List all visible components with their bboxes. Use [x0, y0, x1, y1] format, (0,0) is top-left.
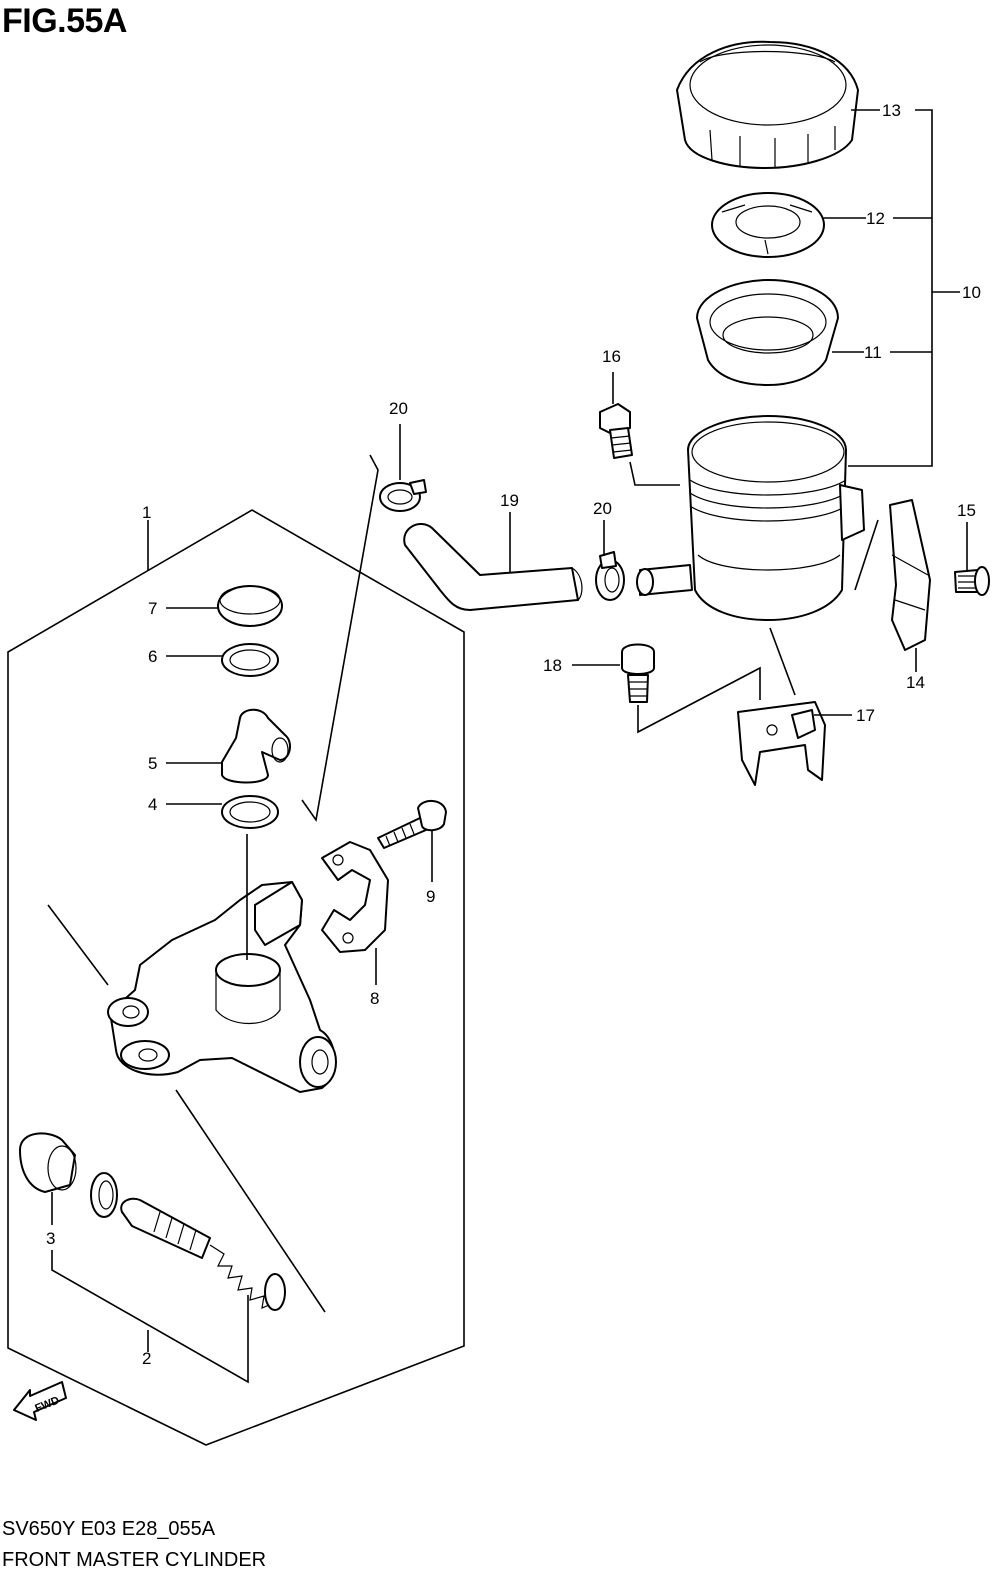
bolt-part-9: [377, 800, 447, 849]
reservoir-tank-part: [636, 415, 865, 621]
figure-title: FIG.55A: [2, 2, 127, 40]
diagram-name: FRONT MASTER CYLINDER: [2, 1549, 267, 1571]
callout-1: 1: [142, 503, 151, 522]
forward-arrow-icon: FWD: [13, 1381, 67, 1421]
callout-8: 8: [370, 989, 379, 1008]
callout-7: 7: [148, 599, 157, 618]
diaphragm-plate-part: [711, 192, 825, 258]
circlip-part-6: [221, 643, 279, 677]
cap-part-7: [217, 585, 283, 627]
o-ring-part-4: [221, 795, 279, 829]
clamp-part-upper: [379, 479, 427, 512]
bolt-part-16: [599, 403, 633, 459]
callout-2: 2: [142, 1349, 151, 1368]
callout-19: 19: [500, 491, 519, 510]
callout-15: 15: [957, 501, 976, 520]
hose-part: [403, 523, 583, 611]
assembly-outline: [7, 509, 465, 1446]
callout-18: 18: [543, 656, 562, 675]
holder-bracket-part: [737, 701, 826, 786]
callout-labels: 1 2 3 4 5 6 7 8 9 10 11 12 13 14 15 16 1…: [46, 101, 981, 1368]
diagram-code: SV650Y E03 E28_055A: [2, 1518, 216, 1540]
leader-lines: [47, 109, 968, 1384]
diaphragm-part: [696, 279, 839, 386]
callout-17: 17: [856, 706, 875, 725]
callout-5: 5: [148, 754, 157, 773]
callout-9: 9: [426, 887, 435, 906]
reservoir-cap-part: [676, 40, 859, 169]
callout-20-upper: 20: [389, 399, 408, 418]
callout-10: 10: [962, 283, 981, 302]
boot-part-3: [19, 1132, 77, 1193]
bolt-part-18: [621, 643, 655, 703]
callout-3: 3: [46, 1229, 55, 1248]
callout-6: 6: [148, 647, 157, 666]
callout-12: 12: [866, 209, 885, 228]
bracket-part: [889, 499, 931, 651]
master-cylinder-body-part: [107, 881, 337, 1093]
piston-spring-part: [120, 1197, 286, 1311]
callout-11: 11: [864, 343, 882, 362]
callout-16: 16: [602, 347, 621, 366]
bolt-part-15: [954, 566, 990, 596]
callout-4: 4: [148, 795, 157, 814]
piston-circlip-part: [90, 1172, 118, 1218]
clamp-part-lower: [595, 551, 625, 601]
callout-14: 14: [906, 673, 925, 692]
holder-clamp-part: [321, 841, 389, 953]
callout-13: 13: [882, 101, 901, 120]
callout-20-lower: 20: [593, 499, 612, 518]
connector-part-5: [221, 708, 292, 784]
